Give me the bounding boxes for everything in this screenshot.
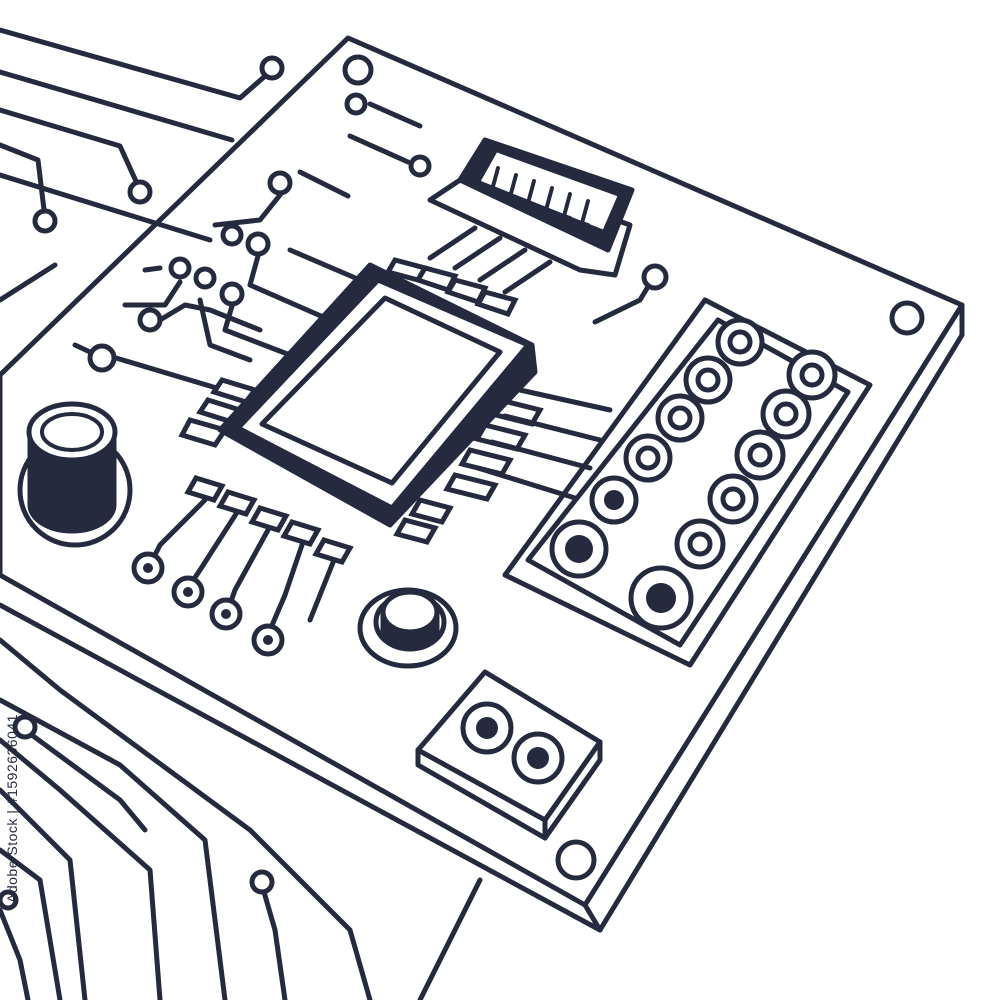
microchip xyxy=(178,257,613,565)
capacitor xyxy=(17,401,133,548)
pin-header xyxy=(502,297,873,668)
lower-traces xyxy=(131,497,337,657)
push-button xyxy=(357,587,459,669)
stock-id-watermark: Adobe Stock | #1592636041 xyxy=(4,714,20,903)
header-connector xyxy=(427,137,635,295)
board-traces xyxy=(72,92,669,398)
circuit-board xyxy=(0,35,965,933)
terminal-block xyxy=(415,669,603,841)
background-traces xyxy=(0,27,483,1000)
